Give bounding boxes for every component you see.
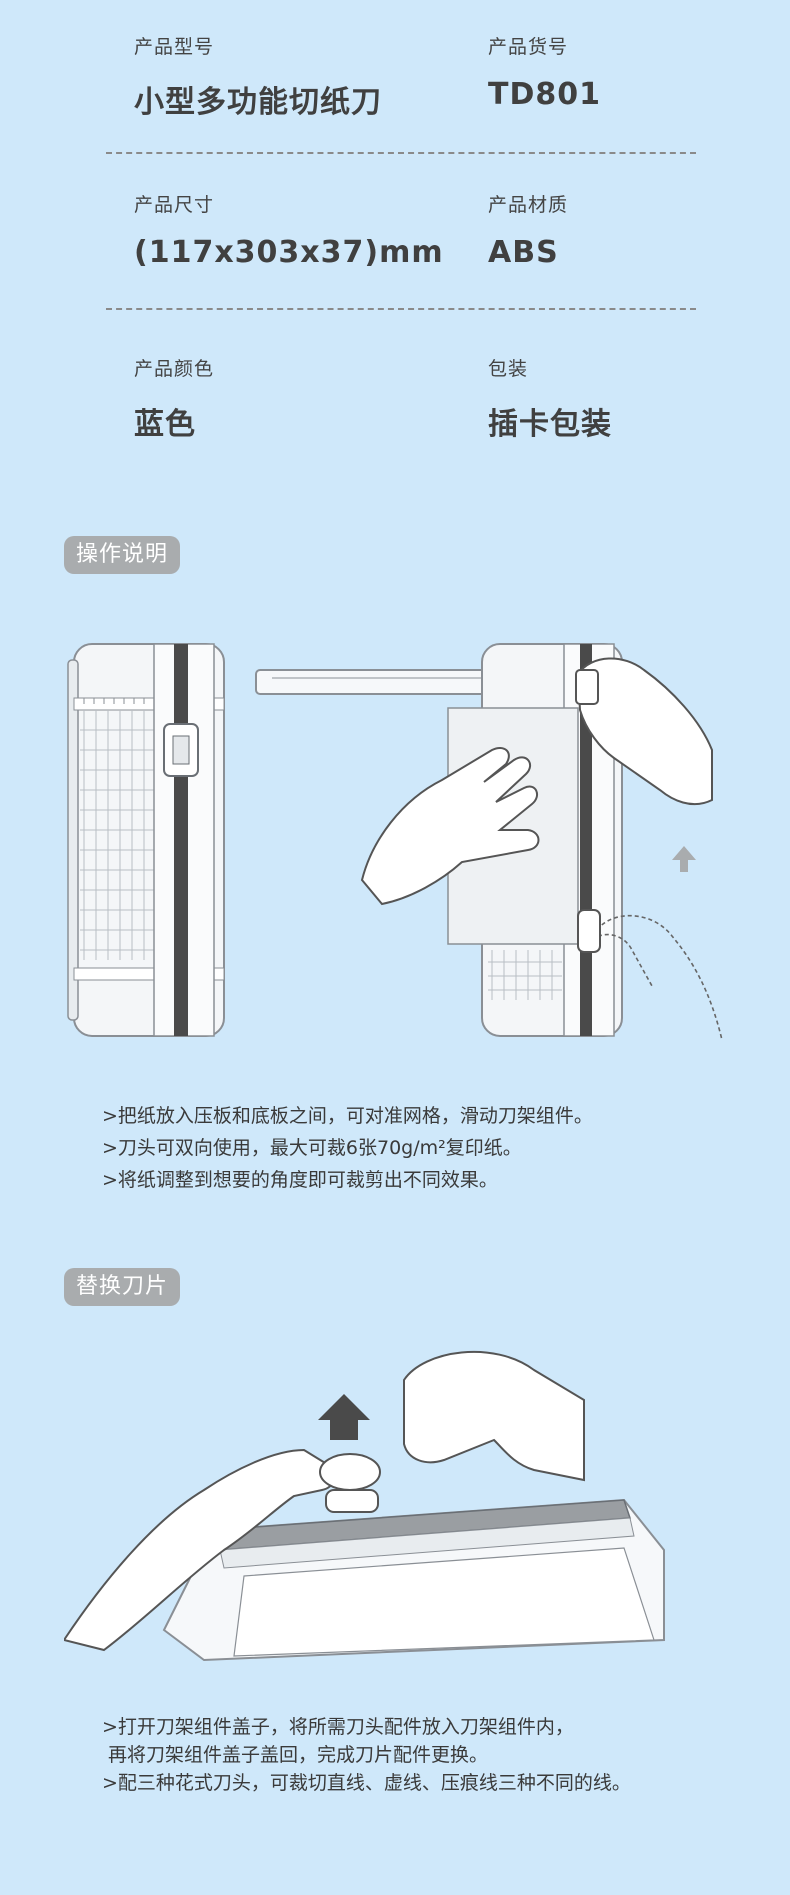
spec-label: 产品尺寸 [134, 194, 215, 216]
spec-label: 产品货号 [488, 36, 569, 58]
operation-note: >刀头可双向使用，最大可裁6张70g/m²复印纸。 [102, 1137, 522, 1159]
spec-row-3: 产品颜色 蓝色 包装 插卡包装 [0, 354, 790, 474]
spec-label: 包装 [488, 358, 529, 380]
spec-value: 小型多功能切纸刀 [134, 85, 382, 120]
spec-label: 产品材质 [488, 194, 569, 216]
spec-item-number: 产品货号 TD801 [488, 32, 601, 112]
spec-row-2: 产品尺寸 (117x303x37)mm 产品材质 ABS [0, 190, 790, 310]
spec-value: (117x303x37)mm [134, 235, 444, 270]
replace-note: >配三种花式刀头，可裁切直线、虚线、压痕线三种不同的线。 [102, 1772, 631, 1794]
divider [106, 152, 696, 154]
replace-note: >打开刀架组件盖子，将所需刀头配件放入刀架组件内， [102, 1716, 574, 1738]
operation-note: >把纸放入压板和底板之间，可对准网格，滑动刀架组件。 [102, 1105, 593, 1127]
replace-note: 再将刀架组件盖子盖回，完成刀片配件更换。 [108, 1744, 489, 1766]
spec-model: 产品型号 小型多功能切纸刀 [134, 32, 382, 121]
spec-value: 蓝色 [134, 407, 196, 442]
spec-value: 插卡包装 [488, 407, 612, 442]
replace-blade-illustration [64, 1350, 665, 1662]
cutting-hands-illustration [255, 643, 723, 1041]
spec-size: 产品尺寸 (117x303x37)mm [134, 190, 444, 270]
operation-note: >将纸调整到想要的角度即可裁剪出不同效果。 [102, 1169, 498, 1191]
spec-package: 包装 插卡包装 [488, 354, 612, 443]
spec-label: 产品型号 [134, 36, 215, 58]
spec-label: 产品颜色 [134, 358, 215, 380]
spec-row-1: 产品型号 小型多功能切纸刀 产品货号 TD801 [0, 32, 790, 152]
spec-value: ABS [488, 235, 559, 270]
replace-blade-tag: 替换刀片 [64, 1268, 181, 1306]
spec-color: 产品颜色 蓝色 [134, 354, 214, 443]
spec-value: TD801 [488, 77, 601, 112]
spec-material: 产品材质 ABS [488, 190, 568, 270]
operation-tag: 操作说明 [64, 536, 181, 574]
divider [106, 308, 696, 310]
cutter-top-view-illustration [67, 643, 225, 1037]
